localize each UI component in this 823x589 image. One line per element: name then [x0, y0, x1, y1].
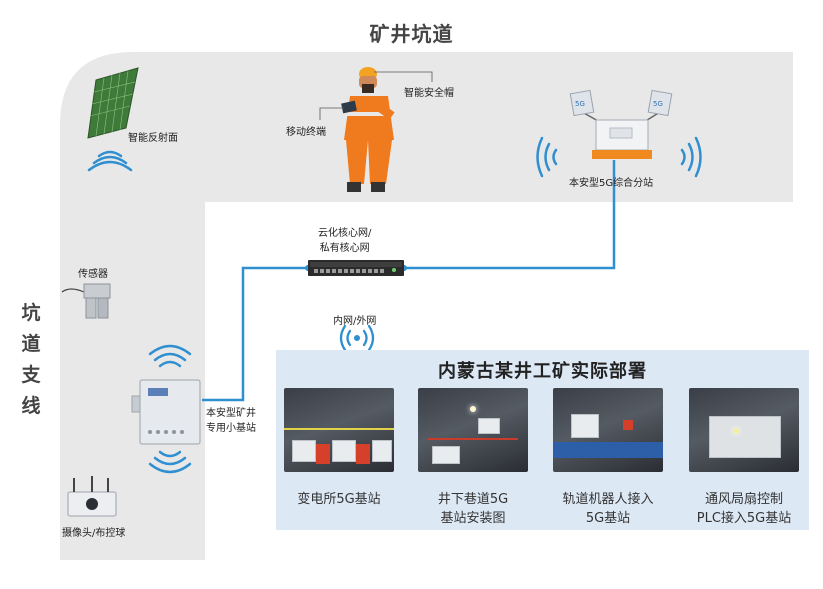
sensor-icon: [61, 283, 111, 319]
caption-line: 轨道机器人接入: [562, 492, 654, 507]
deployment-caption: 通风局扇控制 PLC接入5G基站: [674, 490, 814, 528]
caption-line: 基站安装图: [440, 511, 506, 526]
deployment-caption: 轨道机器人接入 5G基站: [538, 490, 678, 528]
smart-reflector-icon: [87, 67, 139, 139]
deployment-caption: 井下巷道5G 基站安装图: [403, 490, 543, 528]
substation-label: 本安型5G综合分站: [569, 178, 654, 189]
cloud-core-label: 云化核心网/ 私有核心网: [318, 226, 371, 256]
wifi-icon: [87, 150, 133, 172]
wifi-up-icon: [148, 344, 192, 368]
branch-tunnel-title: 坑 道 支 线: [16, 298, 46, 422]
deployment-photo: [284, 388, 394, 472]
broadcast-icon: [339, 324, 375, 352]
branch-title-char: 支: [21, 364, 41, 386]
caption-line: PLC接入5G基站: [696, 511, 792, 526]
wifi-right-icon: [680, 136, 702, 178]
small-base-station-icon: [131, 379, 201, 445]
branch-title-char: 坑: [21, 302, 41, 324]
tunnel-path: [60, 52, 793, 560]
substation-icon: 5G 5G: [569, 89, 673, 159]
worker-icon: [341, 67, 395, 192]
mobile-terminal-label: 移动终端: [286, 127, 326, 138]
backhaul-line: [404, 160, 616, 270]
small-base-station-line: 本安型矿井: [206, 408, 256, 419]
wifi-left-icon: [536, 136, 558, 178]
uplink-line: [202, 266, 308, 402]
smart-reflector-label: 智能反射面: [128, 133, 178, 144]
caption-line: 井下巷道5G: [437, 492, 509, 507]
branch-title-char: 线: [21, 395, 41, 417]
cloud-core-line: 私有核心网: [319, 243, 370, 254]
deployment-photo: [689, 388, 799, 472]
deployment-photo: [553, 388, 663, 472]
branch-title-char: 道: [21, 333, 41, 355]
small-base-station-line: 专用小基站: [206, 423, 256, 434]
deployment-photo: [418, 388, 528, 472]
network-label: 内网/外网: [333, 316, 377, 327]
wifi-down-icon: [148, 450, 192, 474]
cloud-core-line: 云化核心网/: [318, 228, 372, 239]
small-base-station-label: 本安型矿井 专用小基站: [206, 406, 256, 436]
smart-helmet-label: 智能安全帽: [404, 88, 454, 99]
camera-label: 摄像头/布控球: [62, 528, 126, 539]
caption-line: 变电所5G基站: [297, 492, 381, 507]
sensor-label: 传感器: [78, 269, 108, 280]
deployment-title: 内蒙古某井工矿实际部署: [438, 361, 647, 382]
camera-icon: [67, 476, 117, 517]
caption-line: 5G基站: [585, 511, 631, 526]
main-tunnel-title: 矿井坑道: [369, 22, 454, 46]
caption-line: 通风局扇控制: [704, 492, 783, 507]
deployment-caption: 变电所5G基站: [269, 490, 409, 509]
antenna-5g-label: 5G: [575, 100, 585, 108]
antenna-5g-label: 5G: [653, 100, 663, 108]
core-switch-icon: [308, 260, 404, 276]
